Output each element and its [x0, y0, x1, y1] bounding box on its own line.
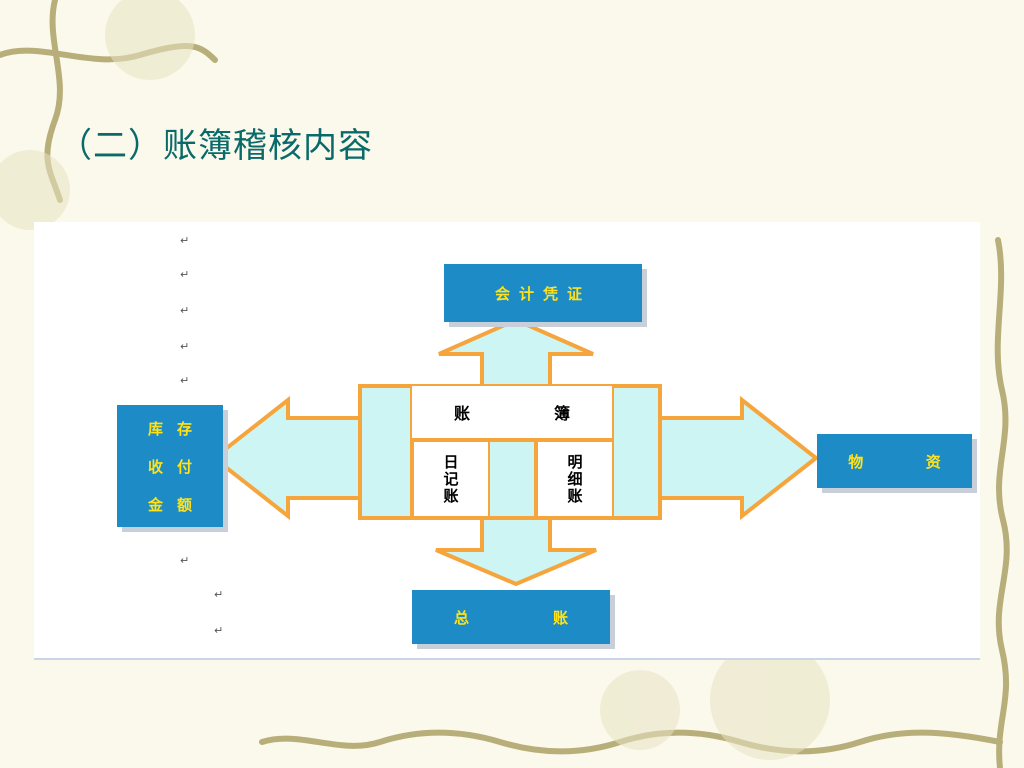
- slide-title: （二）账簿稽核内容: [58, 126, 373, 166]
- paragraph-mark: ↵: [180, 304, 190, 317]
- general-ledger-box: 总 账: [412, 590, 610, 644]
- diagram-panel: 会计凭证 账 簿 日 记 账 明 细 账 物 资 总 账 库存 收付 金额 ↵ …: [34, 222, 980, 660]
- paragraph-mark: ↵: [180, 554, 190, 567]
- materials-box: 物 资: [817, 434, 972, 488]
- left-arrow: [210, 395, 362, 521]
- right-arrow: [658, 395, 820, 521]
- books-label: 账 簿: [412, 386, 612, 438]
- books-char-2: 簿: [553, 404, 570, 423]
- paragraph-mark: ↵: [180, 268, 190, 281]
- paragraph-mark: ↵: [180, 234, 190, 247]
- accounting-voucher-box: 会计凭证: [444, 264, 642, 322]
- paragraph-mark: ↵: [180, 374, 190, 387]
- up-arrow: [438, 317, 594, 388]
- journal-label: 日 记 账: [414, 442, 488, 516]
- paragraph-mark: ↵: [214, 624, 224, 637]
- paragraph-mark: ↵: [214, 588, 224, 601]
- inventory-amount-box: 库存 收付 金额: [117, 405, 223, 527]
- detail-ledger-label: 明 细 账: [538, 442, 612, 516]
- books-char-1: 账: [453, 404, 470, 423]
- paragraph-mark: ↵: [180, 340, 190, 353]
- down-arrow: [435, 516, 597, 587]
